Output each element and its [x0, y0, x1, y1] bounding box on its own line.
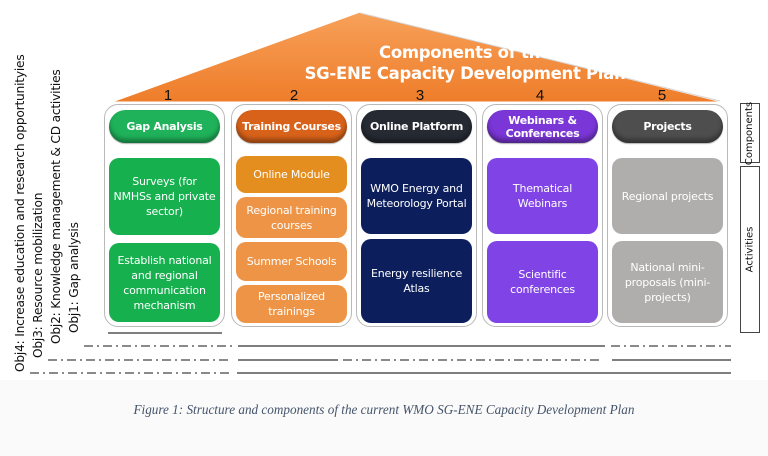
activities-label: Activities [744, 226, 756, 273]
component-online-platform: Online Platform [361, 110, 472, 143]
component-gap-analysis: Gap Analysis [109, 110, 220, 143]
activity-box: Scientific conferences [487, 241, 598, 323]
component-number: 5 [657, 87, 667, 104]
component-number: 4 [535, 87, 545, 104]
component-webinars-conferences: Webinars & Conferences [487, 110, 598, 143]
activity-box: Online Module [236, 156, 347, 193]
objective-1-line [108, 332, 222, 334]
component-number: 3 [415, 87, 425, 104]
roof-triangle [111, 11, 723, 103]
objective-3-line-dashed [48, 359, 232, 361]
diagram-title-line2: SG-ENE Capacity Development Plan [304, 64, 626, 83]
activity-box: Regional training courses [236, 197, 347, 238]
objective-4: Obj4: Increase education and research op… [13, 54, 27, 372]
column-training-courses: Training Courses Online Module Regional … [231, 104, 352, 327]
objective-3: Obj3: Resource mobilization [31, 192, 45, 358]
objective-3-line-solid [238, 359, 338, 361]
objective-1: Obj1: Gap analysis [67, 222, 81, 333]
activity-box: Energy resilience Atlas [361, 239, 472, 323]
components-row-label: Components [740, 101, 760, 165]
diagram-title-line1: Components of the [379, 43, 551, 62]
objective-2-line-dashed [84, 345, 232, 347]
objective-2-line-dashed [611, 345, 731, 347]
column-gap-analysis: Gap Analysis Surveys (for NMHSs and priv… [104, 104, 225, 327]
activity-box: Summer Schools [236, 242, 347, 281]
diagram-title: Components of the SG-ENE Capacity Develo… [300, 42, 630, 84]
activity-box: Thematical Webinars [487, 158, 598, 234]
activity-box: Surveys (for NMHSs and private sector) [109, 158, 220, 235]
objective-4-line-dashed [30, 372, 232, 374]
column-webinars-conferences: Webinars & Conferences Thematical Webina… [482, 104, 603, 327]
component-projects: Projects [612, 110, 723, 143]
component-number: 1 [163, 87, 173, 104]
figure-caption: Figure 1: Structure and components of th… [133, 402, 635, 417]
column-online-platform: Online Platform WMO Energy and Meteorolo… [356, 104, 477, 327]
objective-3-line-solid [612, 359, 731, 361]
objective-4-line-solid [237, 372, 731, 374]
components-label: Components [744, 101, 756, 165]
caption-background [0, 380, 768, 456]
column-projects: Projects Regional projects National mini… [607, 104, 728, 327]
component-training-courses: Training Courses [236, 110, 347, 143]
activities-row-label: Activities [740, 166, 760, 333]
activity-box: Regional projects [612, 158, 723, 234]
objective-2: Obj2: Knowledge management & CD activiti… [49, 69, 63, 344]
activity-box: Personalized trainings [236, 285, 347, 323]
component-number: 2 [289, 87, 299, 104]
activity-box: Establish national and regional communic… [109, 243, 220, 322]
activity-box: WMO Energy and Meteorology Portal [361, 158, 472, 234]
activity-box: National mini-proposals (mini-projects) [612, 241, 723, 323]
objective-2-line-solid [238, 345, 605, 347]
objective-3-line-dashed [343, 359, 601, 361]
